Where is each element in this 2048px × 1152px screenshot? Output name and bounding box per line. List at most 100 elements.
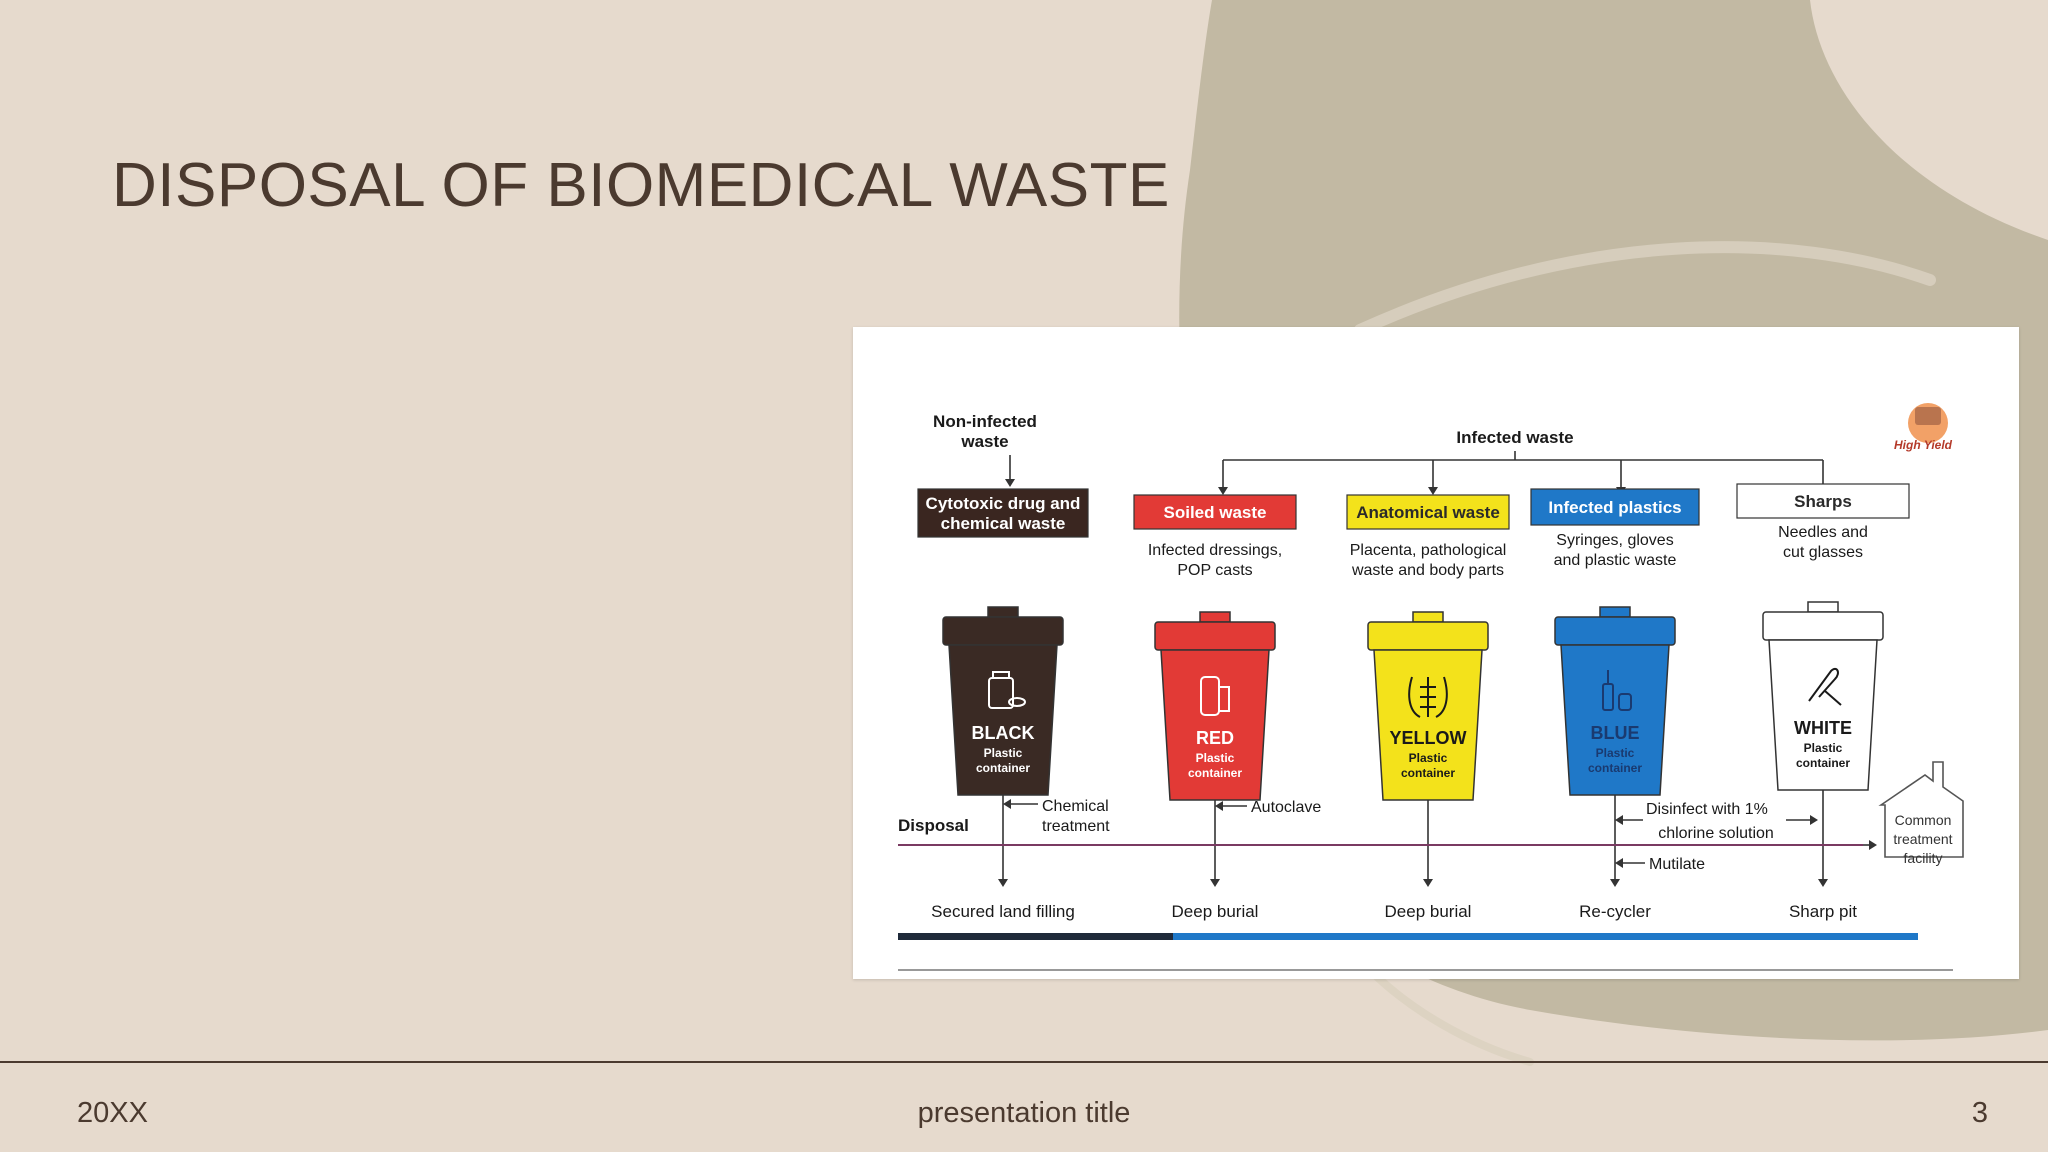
non-infected-arrow-head: [1005, 479, 1015, 487]
category-header-label: Infected plastics: [1548, 498, 1681, 517]
bin-lid: [942, 616, 1064, 646]
bracket-arrow-1-head: [1428, 487, 1438, 495]
disposal-arrow-head: [998, 879, 1008, 887]
logo-icon-detail: [1915, 407, 1941, 425]
treatment-label-chemical: treatment: [1042, 818, 1110, 835]
category-header-label: Anatomical waste: [1356, 503, 1500, 522]
bandage-icon-shape: [1200, 676, 1220, 716]
category-description: cut glasses: [1783, 544, 1863, 561]
bottom-band-dark: [898, 933, 1173, 940]
bin-color-label: RED: [1196, 728, 1234, 748]
category-description: Placenta, pathological: [1350, 542, 1507, 559]
bin-lid: [1367, 621, 1489, 651]
bottom-band-blue: [1173, 933, 1918, 940]
category-header-box: [1346, 494, 1510, 530]
needle-icon: [1808, 667, 1842, 706]
treatment-label-disinfect: chlorine solution: [1658, 825, 1774, 842]
bin-color-label: YELLOW: [1390, 728, 1467, 748]
house-icon: [1878, 761, 1964, 858]
disposal-arrow-head: [1210, 879, 1220, 887]
mutilate-arrow-head: [1615, 858, 1623, 868]
decorative-curve: [1354, 241, 1936, 336]
footer-presentation-title: presentation title: [917, 1097, 1131, 1129]
treatment-label-autoclave: Autoclave: [1251, 799, 1321, 816]
bin-handle: [1807, 601, 1839, 613]
bin-sub-label: container: [1588, 761, 1642, 775]
disposal-arrow-head: [1818, 879, 1828, 887]
footer-date: 20XX: [77, 1097, 148, 1129]
body-parts-icon-shape: [1408, 676, 1448, 718]
bin-sub-label: Plastic: [984, 746, 1023, 760]
bin-sub-label: container: [1401, 766, 1455, 780]
bin-body: [1160, 649, 1270, 801]
final-disposal-label: Secured land filling: [931, 902, 1075, 921]
bin-lid: [1554, 616, 1676, 646]
bracket-arrow-0-head: [1218, 487, 1228, 495]
category-description: and plastic waste: [1554, 552, 1677, 569]
bin-color-label: BLUE: [1591, 723, 1640, 743]
medicine-bottle-icon-cap: [992, 671, 1010, 679]
disposal-arrow-head: [1423, 879, 1433, 887]
footer-divider: [0, 1061, 2048, 1063]
final-disposal-label: Re-cycler: [1579, 902, 1651, 921]
bin-body: [1373, 649, 1483, 801]
category-header-box: [1530, 488, 1700, 526]
bin-handle: [1412, 611, 1444, 623]
non-infected-label: waste: [960, 432, 1008, 451]
disinfect-arrow-left-head: [1615, 815, 1623, 825]
bin-sub-label: container: [1796, 756, 1850, 770]
needle-icon-shape: [1808, 667, 1842, 706]
bin-color-label: BLACK: [972, 723, 1035, 743]
bin-sub-label: container: [1188, 766, 1242, 780]
slide-title: DISPOSAL OF BIOMEDICAL WASTE: [112, 151, 1170, 220]
bin-body: [948, 644, 1058, 796]
logo-text: High Yield: [1894, 438, 1953, 452]
common-treatment-facility-label: treatment: [1893, 831, 1952, 847]
autoclave-arrow-head: [1215, 801, 1223, 811]
category-header-box: [1736, 483, 1910, 519]
bandage-icon: [1200, 676, 1230, 716]
disposal-line-arrow-head: [1869, 840, 1877, 850]
syringe-icon: [1602, 670, 1632, 711]
disposal-label: Disposal: [898, 816, 969, 835]
bin-sub-label: container: [976, 761, 1030, 775]
final-disposal-label: Deep burial: [1172, 902, 1259, 921]
bin-sub-label: Plastic: [1196, 751, 1235, 765]
category-description: Syringes, gloves: [1556, 532, 1673, 549]
bin-body: [1560, 644, 1670, 796]
category-description: Infected dressings,: [1148, 542, 1282, 559]
bin-lid: [1154, 621, 1276, 651]
bandage-icon-shape: [1219, 686, 1230, 712]
chemical-treatment-arrow-head: [1003, 799, 1011, 809]
category-header-label: Soiled waste: [1164, 503, 1267, 522]
category-header-label: Cytotoxic drug and: [926, 494, 1081, 513]
category-header-label: Sharps: [1794, 492, 1852, 511]
non-infected-label: Non-infected: [933, 412, 1037, 431]
category-description: waste and body parts: [1351, 562, 1504, 579]
bin-lid: [1762, 611, 1884, 641]
bin-sub-label: Plastic: [1804, 741, 1843, 755]
vial-icon-shape: [1618, 693, 1632, 711]
bin-body: [1768, 639, 1878, 791]
category-header-label: chemical waste: [941, 514, 1066, 533]
bin-handle: [1199, 611, 1231, 623]
bin-handle: [1599, 606, 1631, 618]
final-disposal-label: Deep burial: [1385, 902, 1472, 921]
infected-waste-label: Infected waste: [1456, 428, 1573, 447]
bin-handle: [987, 606, 1019, 618]
decorative-curve-lower: [1366, 966, 1534, 1066]
category-description: POP casts: [1177, 562, 1252, 579]
common-treatment-facility-label: facility: [1904, 850, 1943, 866]
medicine-bottle-icon: [988, 671, 1026, 709]
disinfect-arrow-right-head: [1810, 815, 1818, 825]
category-description: Needles and: [1778, 524, 1868, 541]
slide-number: 3: [1971, 1097, 1988, 1129]
treatment-label-mutilate: Mutilate: [1649, 856, 1705, 873]
bin-sub-label: Plastic: [1596, 746, 1635, 760]
common-treatment-facility-label: Common: [1895, 812, 1952, 828]
category-header-box: [1133, 494, 1297, 530]
bin-color-label: WHITE: [1794, 718, 1852, 738]
treatment-label-chemical: Chemical: [1042, 798, 1109, 815]
